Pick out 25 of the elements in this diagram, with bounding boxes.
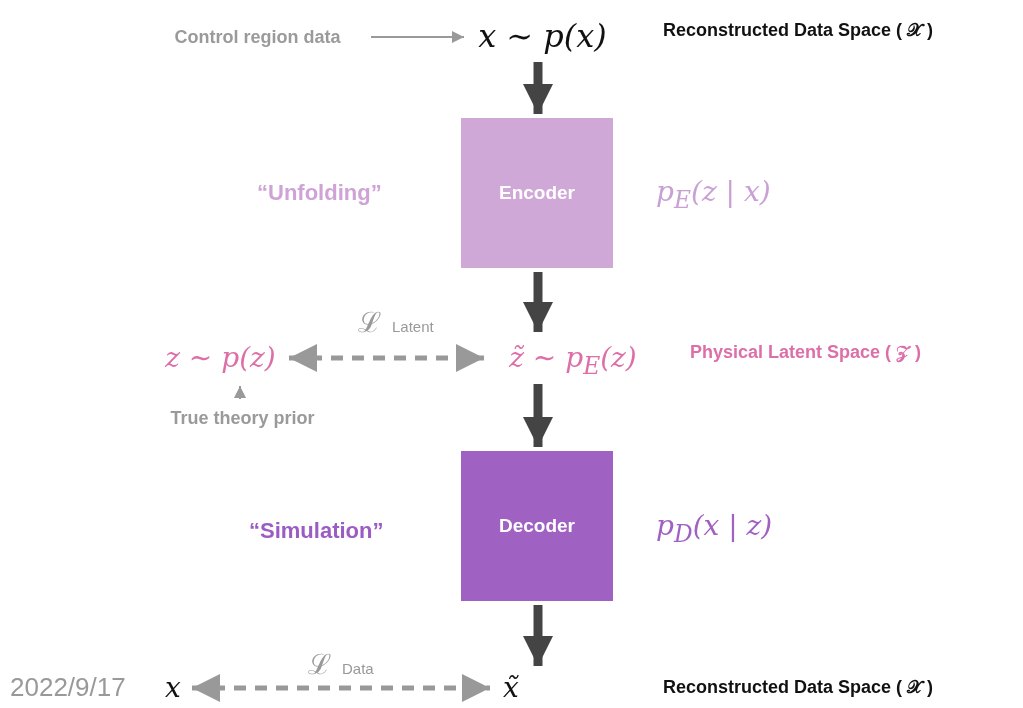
math-expression: p$_{E}$(z | x) xyxy=(656,175,771,214)
arrow xyxy=(234,385,246,400)
stage-label: “Unfolding” xyxy=(257,180,382,206)
arrow xyxy=(523,605,553,666)
annotation-text: Control region data xyxy=(150,25,365,49)
arrow xyxy=(523,62,553,114)
math-expression: x xyxy=(160,670,186,706)
date-text: 2022/9/17 xyxy=(10,672,126,703)
space-label: Physical Latent Space ( 𝒵 ) xyxy=(690,342,922,363)
encoder-box: Encoder xyxy=(461,118,613,268)
math-expression: z ∼ p(z) xyxy=(158,336,283,380)
loss-arrow xyxy=(289,344,484,372)
loss-arrow xyxy=(192,674,490,702)
math-expression: p$_{D}$(x | z) xyxy=(656,509,773,548)
space-label: Reconstructed Data Space ( 𝒳 ) xyxy=(663,677,934,698)
math-expression: x̃ xyxy=(496,670,526,706)
decoder-box: Decoder xyxy=(461,451,613,601)
math-expression: x ∼ p(x) xyxy=(470,14,615,58)
arrow xyxy=(523,272,553,332)
math-expression: z̃ ∼ p$_{E}$(z) xyxy=(490,336,656,380)
stage-label: “Simulation” xyxy=(249,518,384,544)
arrow xyxy=(370,31,465,43)
space-label: Reconstructed Data Space ( 𝒳 ) xyxy=(663,20,934,41)
annotation-text: True theory prior xyxy=(150,405,335,431)
arrow xyxy=(523,384,553,447)
